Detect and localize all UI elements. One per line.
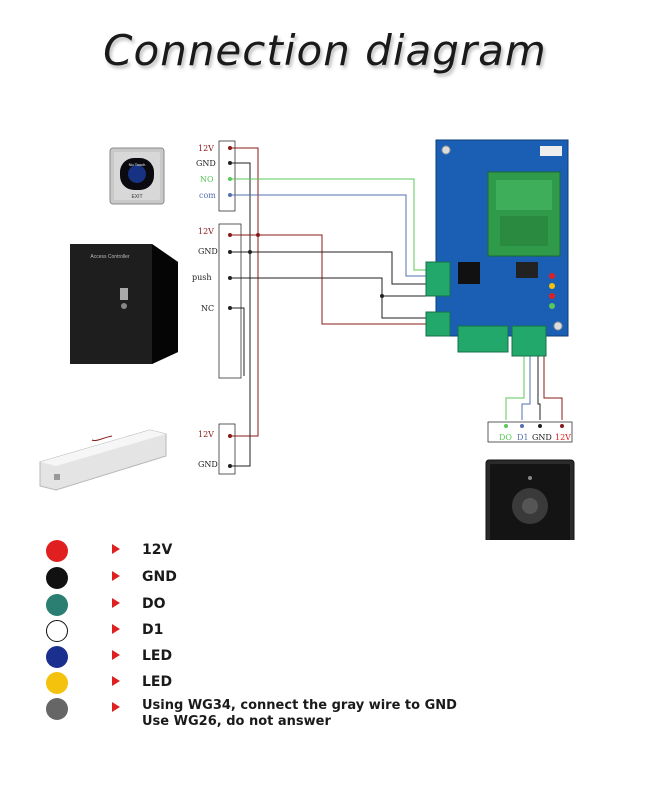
legend-note-line2: Use WG26, do not answer — [142, 714, 331, 729]
legend-label: LED — [142, 674, 173, 690]
exit-button-label: EXIT — [131, 194, 142, 200]
legend-item-12v: 12V — [46, 540, 606, 564]
label-reader-gnd: GND — [532, 433, 552, 442]
legend-note-line1: Using WG34, connect the gray wire to GND — [142, 698, 457, 713]
legend-dot-navy — [46, 646, 68, 668]
legend-dot-teal — [46, 594, 68, 616]
legend-item-gnd: GND — [46, 567, 606, 591]
label-power-push: push — [192, 273, 212, 282]
label-lock-12v: 12V — [198, 430, 214, 439]
legend-label: D1 — [142, 622, 164, 638]
legend-dot-red — [46, 540, 68, 562]
legend-item-gray: Using WG34, connect the gray wire to GND… — [46, 698, 606, 734]
wiring-diagram: No Touch EXIT Access Controller 12V GND … — [39, 139, 575, 540]
terminal-strip-power — [218, 223, 242, 379]
legend-arrow — [112, 571, 120, 581]
legend-item-do: DO — [46, 594, 606, 618]
legend-arrow — [112, 702, 120, 712]
label-lock-gnd: GND — [198, 460, 218, 469]
page-title: Connection diagram — [103, 26, 547, 75]
label-power-12v: 12V — [198, 227, 214, 236]
label-reader-do: DO — [499, 433, 512, 442]
magnetic-lock — [39, 429, 167, 491]
label-reader-d1: D1 — [517, 433, 529, 442]
legend-arrow — [112, 544, 120, 554]
power-supply-box: Access Controller — [70, 244, 178, 364]
label-reader-12v: 12V — [555, 433, 571, 442]
power-box-label: Access Controller — [90, 254, 130, 260]
legend-dot-yellow — [46, 672, 68, 694]
controller-board — [425, 139, 569, 357]
exit-button-top-text: No Touch — [129, 162, 146, 167]
label-exit-gnd: GND — [196, 159, 216, 168]
legend-label: GND — [142, 569, 177, 585]
terminal-strip-reader — [487, 421, 573, 443]
label-exit-no: NO — [200, 175, 214, 184]
label-exit-12v: 12V — [198, 144, 214, 153]
legend-item-d1: D1 — [46, 620, 606, 644]
legend-label: LED — [142, 648, 173, 664]
legend-arrow — [112, 598, 120, 608]
label-power-gnd: GND — [198, 247, 218, 256]
legend-arrow — [112, 676, 120, 686]
legend-arrow — [112, 650, 120, 660]
exit-button-device: No Touch EXIT — [109, 147, 165, 205]
legend-label: DO — [142, 596, 166, 612]
terminal-strip-exit — [218, 140, 236, 212]
card-reader-device — [485, 459, 575, 540]
legend-label: 12V — [142, 542, 173, 558]
label-power-nc: NC — [201, 304, 214, 313]
legend-dot-black — [46, 567, 68, 589]
legend-dot-gray — [46, 698, 68, 720]
legend-item-led-navy: LED — [46, 646, 606, 670]
legend-arrow — [112, 624, 120, 634]
legend-note: Using WG34, connect the gray wire to GND… — [142, 698, 457, 730]
legend-item-led-yellow: LED — [46, 672, 606, 696]
label-exit-com: com — [199, 191, 216, 200]
legend-dot-white — [46, 620, 68, 642]
